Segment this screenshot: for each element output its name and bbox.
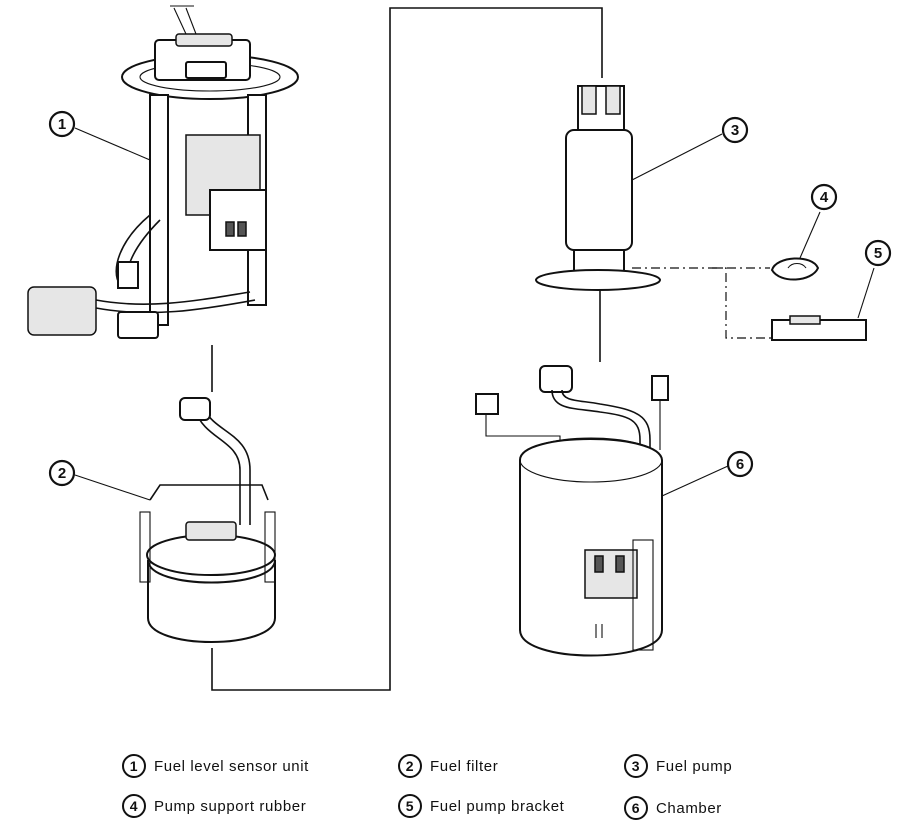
callout-1: 1 (48, 110, 76, 138)
fuel-filter (139, 397, 276, 643)
callout-6: 6 (726, 450, 754, 478)
svg-text:4: 4 (820, 189, 829, 206)
pump-support-rubber (770, 257, 820, 281)
svg-text:1: 1 (58, 116, 66, 133)
dashed-leaders (632, 267, 772, 339)
fuel-pump (535, 85, 661, 291)
fuel-pump-bracket (771, 315, 867, 341)
svg-text:3: 3 (731, 122, 739, 139)
callout-4: 4 (810, 183, 838, 211)
callout-5: 5 (864, 239, 892, 267)
svg-text:5: 5 (874, 245, 882, 262)
svg-text:6: 6 (736, 456, 744, 473)
fuel-level-sensor-unit (27, 5, 299, 339)
callout-2: 2 (48, 459, 76, 487)
chamber (475, 365, 669, 657)
callout-3: 3 (721, 116, 749, 144)
callout-leaders (74, 127, 875, 501)
svg-text:2: 2 (58, 465, 66, 482)
